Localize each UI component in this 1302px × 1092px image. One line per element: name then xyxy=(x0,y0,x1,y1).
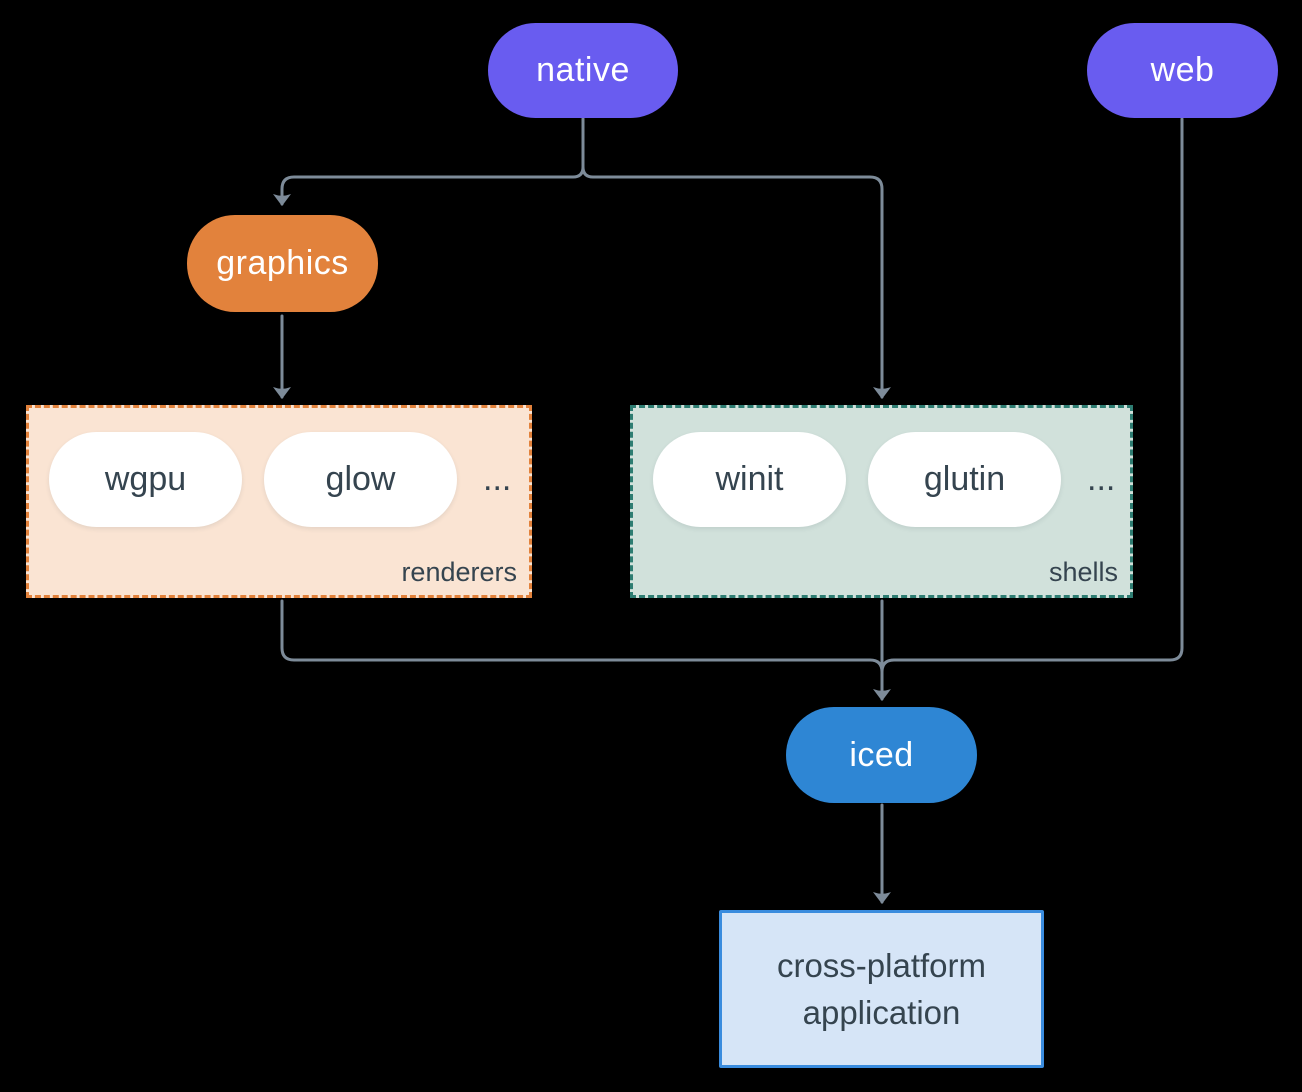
node-winit: winit xyxy=(653,432,846,527)
node-glutin-label: glutin xyxy=(923,460,1006,498)
renderers-ellipsis: ... xyxy=(483,460,512,498)
group-renderers-row: wgpu glow ... xyxy=(49,432,511,527)
node-wgpu-label: wgpu xyxy=(104,460,187,498)
app-label-line2: application xyxy=(802,994,961,1031)
app-label-line1: cross-platform xyxy=(776,947,987,984)
edge-native-graphics xyxy=(273,117,585,206)
edge-renderers-iced xyxy=(280,599,884,680)
node-iced-label: iced xyxy=(849,735,914,774)
shells-ellipsis: ... xyxy=(1087,460,1116,498)
group-shells-label: shells xyxy=(1048,557,1118,587)
edge-native-shells xyxy=(581,117,891,399)
node-cross-platform-application: cross-platform application xyxy=(719,910,1044,1068)
group-shells-row: winit glutin ... xyxy=(653,432,1115,527)
group-renderers-label: renderers xyxy=(401,557,517,587)
node-web: web xyxy=(1087,23,1278,118)
node-native-label: native xyxy=(536,51,630,89)
node-web-label: web xyxy=(1150,51,1215,89)
node-native: native xyxy=(488,23,678,118)
node-glow-label: glow xyxy=(325,460,396,498)
node-wgpu: wgpu xyxy=(49,432,242,527)
node-graphics: graphics xyxy=(187,215,378,312)
node-graphics-label: graphics xyxy=(216,244,349,282)
node-glow: glow xyxy=(264,432,457,527)
node-winit-label: winit xyxy=(715,460,784,498)
node-glutin: glutin xyxy=(868,432,1061,527)
node-iced: iced xyxy=(786,707,977,803)
group-renderers: wgpu glow ... renderers xyxy=(26,405,532,598)
group-shells: winit glutin ... shells xyxy=(630,405,1133,598)
